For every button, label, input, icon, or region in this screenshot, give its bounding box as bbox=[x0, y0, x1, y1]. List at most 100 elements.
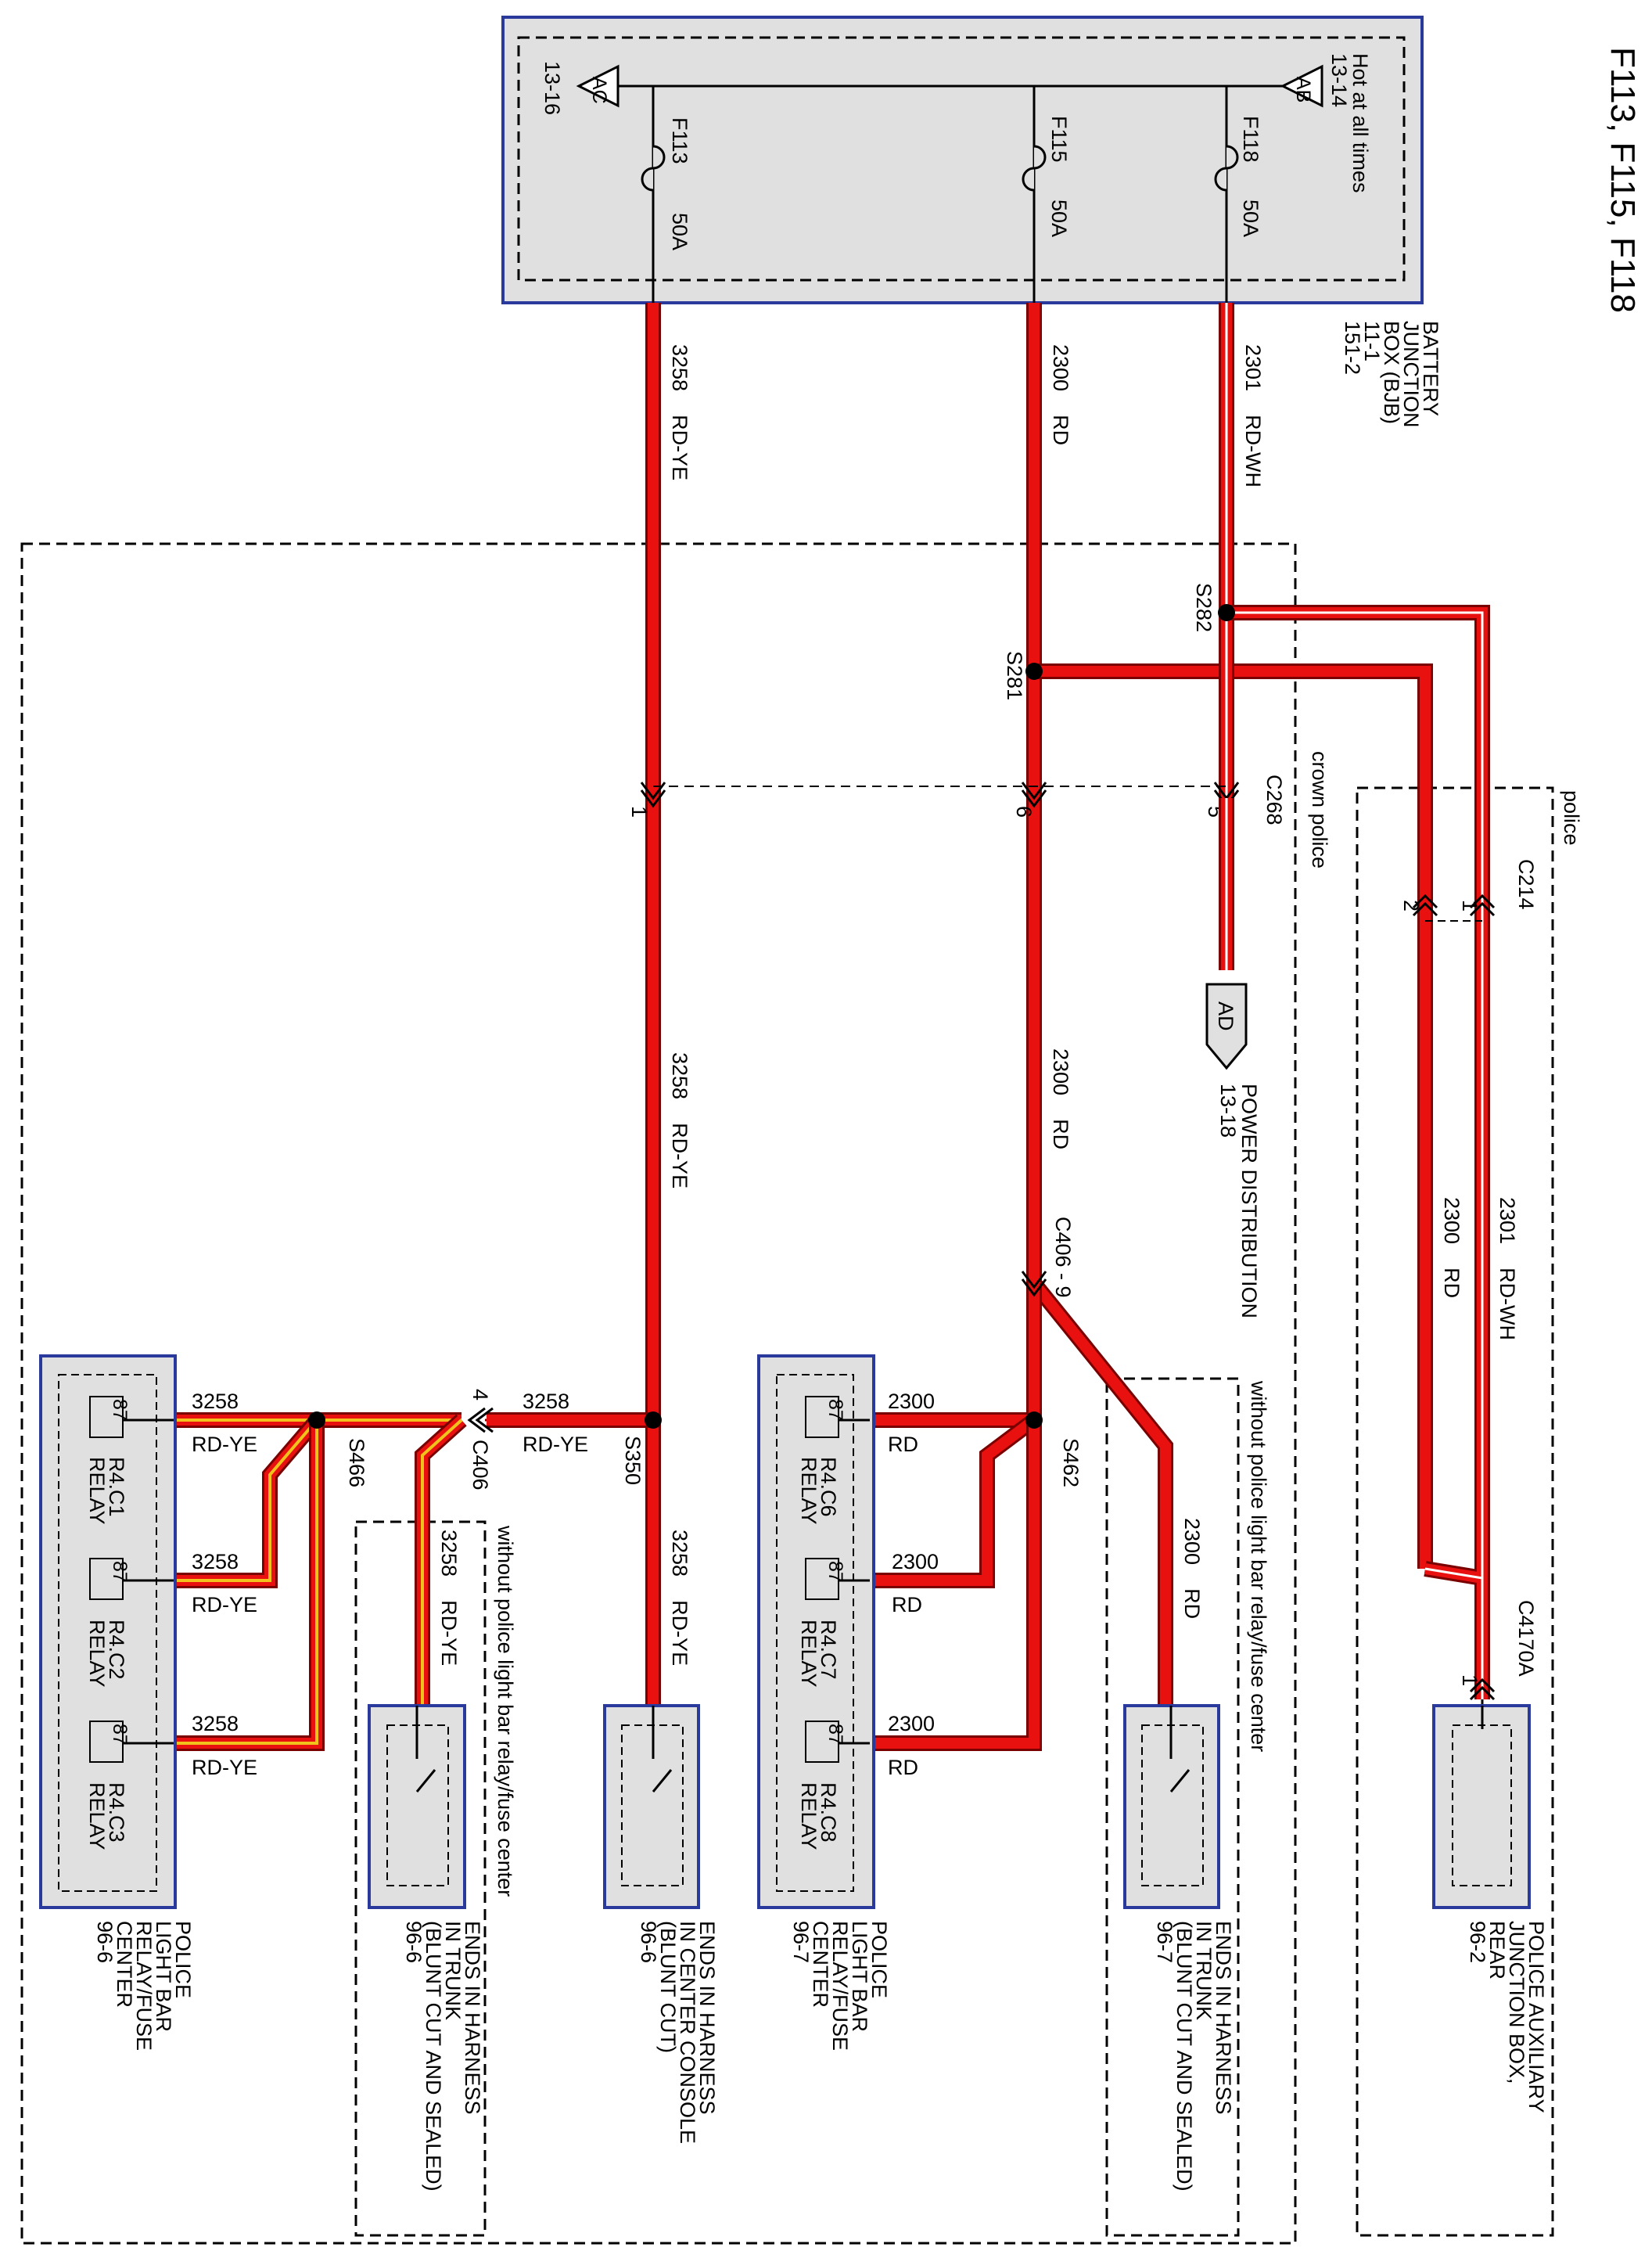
splice-s281-label: S281 bbox=[1003, 651, 1026, 700]
bjb-name-block: BATTERY JUNCTION BOX (BJB) 11-1 151-2 bbox=[1341, 321, 1442, 428]
fuse-f118-label: F118 bbox=[1239, 116, 1262, 163]
wire-color-3258-c1: RD-YE bbox=[192, 1433, 257, 1456]
lightbar-left-line: LIGHT BAR bbox=[152, 1921, 175, 2032]
splice-s462-icon bbox=[1025, 1411, 1043, 1429]
splice-s350-label: S350 bbox=[621, 1436, 645, 1485]
wire-num-3258-c1: 3258 bbox=[192, 1390, 239, 1413]
trunk-right-label: ENDS IN HARNESS IN TRUNK (BLUNT CUT AND … bbox=[1153, 1921, 1235, 2192]
wire-color-3258-c3: RD-YE bbox=[192, 1756, 257, 1779]
wire-label-3258-b: 3258 RD-YE bbox=[668, 1052, 691, 1188]
bjb-name-line: BOX (BJB) bbox=[1380, 321, 1403, 424]
wire-color-3258-c2: RD-YE bbox=[192, 1593, 257, 1616]
police-region bbox=[1356, 786, 1554, 2237]
c214-pin2: 2 bbox=[1399, 900, 1423, 912]
wire-num-3258-c2: 3258 bbox=[192, 1550, 239, 1573]
trunk-harness-right bbox=[1123, 1704, 1220, 1909]
relay-c6-name: R4.C6 bbox=[817, 1457, 840, 1517]
fuse-f115-icon bbox=[1022, 145, 1047, 192]
relay-c1-pin: 87 bbox=[109, 1399, 131, 1421]
relay-c6-type: RELAY bbox=[797, 1457, 821, 1525]
connector-ac-icon bbox=[576, 64, 620, 108]
connector-ab-label: AB bbox=[1292, 77, 1314, 102]
trunk-right-line: (BLUNT CUT AND SEALED) bbox=[1173, 1921, 1196, 2192]
wire-num-2300-c8: 2300 bbox=[888, 1712, 935, 1735]
relay-c8-pin: 87 bbox=[824, 1724, 846, 1746]
relay-c1-type: RELAY bbox=[85, 1457, 109, 1525]
relay-c6: 87 R4.C6 RELAY bbox=[797, 1396, 870, 1525]
without-relay-region-left bbox=[354, 1520, 487, 2237]
wire-num-2300-c7: 2300 bbox=[892, 1550, 939, 1573]
trunk-left-line: IN TRUNK bbox=[441, 1921, 465, 2020]
c4170a-pin bbox=[1469, 1677, 1496, 1701]
aux-jbox-label: POLICE AUXILIARY JUNCTION BOX, REAR 96-2 bbox=[1466, 1921, 1548, 2113]
relay-c7-type: RELAY bbox=[797, 1620, 821, 1688]
police-aux-junction-box bbox=[1432, 1704, 1531, 1909]
wire-label-2300-c: 2300 RD bbox=[1440, 1197, 1463, 1298]
wire-num-3258-c3: 3258 bbox=[192, 1712, 239, 1735]
splice-s282-label: S282 bbox=[1192, 583, 1216, 632]
wire-label-3258-c: 3258 RD-YE bbox=[668, 1530, 691, 1666]
wire-label-3258-d: 3258 RD-YE bbox=[437, 1530, 461, 1666]
without-relay-label-right: without police light bar relay/fuse cent… bbox=[1247, 1380, 1270, 1752]
lightbar-left-label: POLICE LIGHT BAR RELAY/FUSE CENTER 96-6 bbox=[93, 1921, 195, 2051]
lightbar-right-line: 96-7 bbox=[789, 1921, 813, 1963]
fuse-f115-label: F115 bbox=[1047, 116, 1071, 163]
trunk-right-line: 96-7 bbox=[1153, 1921, 1176, 1963]
relay-c3-pin: 87 bbox=[109, 1724, 131, 1746]
lightbar-right-line: LIGHT BAR bbox=[848, 1921, 871, 2032]
c406-label: C406 bbox=[469, 1440, 492, 1490]
c4170a-pin1: 1 bbox=[1458, 1674, 1481, 1686]
lightbar-relay-center-left bbox=[39, 1354, 177, 1909]
relay-c6-pin: 87 bbox=[824, 1399, 846, 1421]
relay-c2-name: R4.C2 bbox=[105, 1620, 128, 1680]
wire-num-2300-c6: 2300 bbox=[888, 1390, 935, 1413]
wire-color-2300-c8: RD bbox=[888, 1756, 918, 1779]
fuse-f113-label: F113 bbox=[668, 117, 691, 164]
trunk-harness-left bbox=[368, 1704, 466, 1909]
trunk-left-line: 96-6 bbox=[402, 1921, 426, 1963]
bjb-name-line: 151-2 bbox=[1341, 321, 1364, 375]
fuse-f118-icon bbox=[1214, 145, 1239, 192]
crown-police-label: crown police bbox=[1308, 751, 1331, 868]
relay-c2-type: RELAY bbox=[85, 1620, 109, 1688]
c268-pin6: 6 bbox=[1012, 806, 1036, 818]
trunk-left-label: ENDS IN HARNESS IN TRUNK (BLUNT CUT AND … bbox=[402, 1921, 484, 2192]
console-label: ENDS IN HARNESS IN CENTER CONSOLE (BLUNT… bbox=[637, 1921, 719, 2144]
wire-label-2301-c: 2301 RD-WH bbox=[1496, 1197, 1519, 1340]
hot-ref-label: 13-14 bbox=[1327, 53, 1351, 107]
relay-c7: 87 R4.C7 RELAY bbox=[797, 1558, 870, 1688]
trunk-right-line: IN TRUNK bbox=[1192, 1921, 1216, 2020]
wire-label-2300-b: 2300 RD bbox=[1049, 1048, 1072, 1149]
lightbar-right-line: RELAY/FUSE bbox=[828, 1921, 852, 2051]
fuse-f113-rating: 50A bbox=[668, 213, 691, 250]
bjb-name-line: JUNCTION bbox=[1399, 321, 1423, 428]
console-line: IN CENTER CONSOLE bbox=[676, 1921, 699, 2144]
splice-s281-icon bbox=[1025, 663, 1043, 680]
lightbar-right-label: POLICE LIGHT BAR RELAY/FUSE CENTER 96-7 bbox=[789, 1921, 891, 2051]
relay-c8-type: RELAY bbox=[797, 1782, 821, 1850]
hot-at-all-times-label: Hot at all times bbox=[1349, 53, 1372, 193]
diagram-title: F113, F115, F118 bbox=[1604, 47, 1642, 313]
c4170a-label: C4170A bbox=[1514, 1600, 1538, 1677]
trunk-left-line: (BLUNT CUT AND SEALED) bbox=[422, 1921, 445, 2192]
relay-c8-name: R4.C8 bbox=[817, 1782, 840, 1843]
relay-c7-pin: 87 bbox=[824, 1561, 846, 1583]
relay-c8: 87 R4.C8 RELAY bbox=[797, 1721, 870, 1850]
connector-ab-icon bbox=[1280, 64, 1323, 108]
relay-c7-name: R4.C7 bbox=[817, 1620, 840, 1680]
c406-9-pin bbox=[1021, 1271, 1047, 1297]
lightbar-right-line: CENTER bbox=[809, 1921, 832, 2008]
relay-c2-pin: 87 bbox=[109, 1561, 131, 1583]
fuse-f118-rating: 50A bbox=[1239, 200, 1262, 237]
console-line: ENDS IN HARNESS bbox=[695, 1921, 719, 2115]
wire-2300-rd bbox=[870, 303, 1433, 1751]
wire-color-2300-c6: RD bbox=[888, 1433, 918, 1456]
fuse-f113-icon bbox=[641, 145, 666, 192]
fuse-f115-rating: 50A bbox=[1047, 200, 1071, 237]
battery-junction-box: AB AC F113 50A F115 50A F118 50A Hot at … bbox=[501, 16, 1424, 304]
c406-pin4 bbox=[467, 1407, 494, 1433]
wire-color-3258-h: RD-YE bbox=[523, 1433, 588, 1456]
connector-ac-label: AC bbox=[588, 77, 610, 104]
wire-3258-rd-ye bbox=[174, 303, 661, 1751]
